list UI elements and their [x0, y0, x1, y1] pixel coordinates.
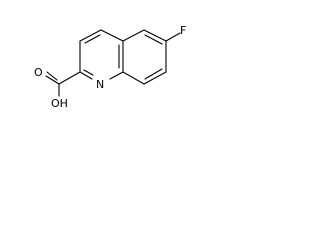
- bond-c3-c4-inner: [84, 34, 101, 44]
- bond-c6-f: [165, 32, 181, 42]
- bond-c-o-double-inner: [46, 71, 58, 81]
- atom-label-fluorine: F: [180, 24, 186, 37]
- bond-c-o-double: [45, 75, 60, 85]
- atom-label-hydroxyl: OH: [51, 97, 68, 110]
- atom-label-nitrogen: N: [96, 78, 104, 91]
- bond-c7-c8: [143, 71, 167, 85]
- bond-c5-c6-inner: [144, 34, 163, 45]
- bond-c3-c4: [79, 29, 102, 42]
- bond-c4a-c5: [122, 29, 145, 42]
- bond-c8a-n1: [109, 71, 124, 80]
- atom-label-carbonyl-oxygen: O: [34, 66, 43, 79]
- bond-n1-c2: [79, 71, 93, 80]
- bond-c7-c8-inner: [144, 68, 163, 80]
- bond-n1-c2-inner: [83, 69, 94, 76]
- bond-c4-c4a: [100, 29, 124, 42]
- bond-c2-cooh: [58, 71, 81, 85]
- bond-c5-c6: [143, 29, 167, 42]
- molecule-structure: F N O OH: [34, 24, 186, 110]
- bond-c8-c8a: [122, 71, 145, 85]
